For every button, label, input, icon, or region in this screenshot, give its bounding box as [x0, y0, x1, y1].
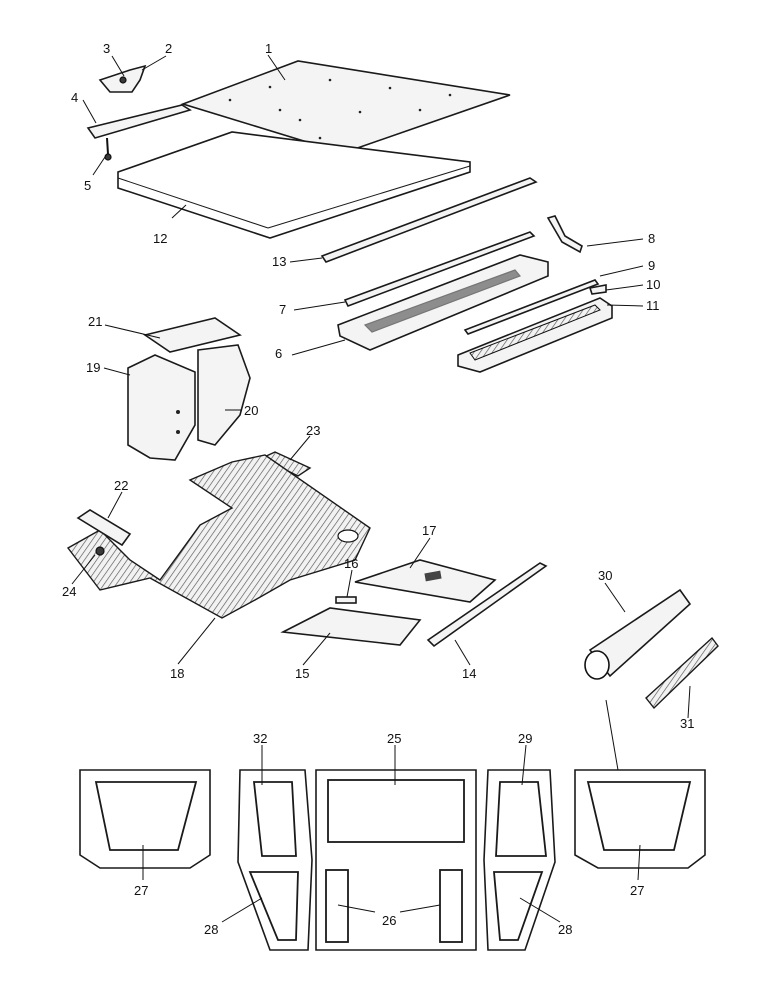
part-24-fastener — [95, 546, 105, 556]
window-27-right — [574, 769, 706, 869]
callout-21: 21 — [88, 314, 102, 329]
callout-19: 19 — [86, 360, 100, 375]
callout-26: 26 — [382, 913, 396, 928]
window-29-28-right — [483, 769, 556, 951]
part-4-rail — [86, 104, 192, 139]
part-2-3-bracket — [98, 64, 147, 93]
part-14-strip — [426, 562, 548, 648]
callout-23: 23 — [306, 423, 320, 438]
callout-31: 31 — [680, 716, 694, 731]
part-22-bracket — [76, 509, 132, 547]
part-13-strip — [320, 177, 538, 263]
callout-28-right: 28 — [558, 922, 572, 937]
window-25-26-center — [315, 769, 477, 951]
part-6-channel — [337, 254, 549, 351]
callout-7: 7 — [279, 302, 286, 317]
part-20-housing — [197, 344, 251, 446]
callout-22: 22 — [114, 478, 128, 493]
part-12-mat — [117, 131, 471, 239]
callout-6: 6 — [275, 346, 282, 361]
callout-3: 3 — [103, 41, 110, 56]
callout-20: 20 — [244, 403, 258, 418]
callout-13: 13 — [272, 254, 286, 269]
callout-8: 8 — [648, 231, 655, 246]
callout-28-left: 28 — [204, 922, 218, 937]
part-15-plate — [280, 607, 422, 646]
callout-14: 14 — [462, 666, 476, 681]
callout-9: 9 — [648, 258, 655, 273]
part-7-strip — [343, 231, 536, 308]
callout-5: 5 — [84, 178, 91, 193]
part-31-seal — [645, 636, 719, 710]
part-11-tray — [457, 297, 613, 373]
callout-10: 10 — [646, 277, 660, 292]
part-18-floor-mat — [66, 454, 371, 619]
callout-4: 4 — [71, 90, 78, 105]
window-32-28-left — [237, 769, 313, 951]
window-27-left — [79, 769, 211, 869]
callout-16: 16 — [344, 556, 358, 571]
callout-11: 11 — [646, 298, 660, 313]
callout-1: 1 — [265, 41, 272, 56]
leader-lines — [71, 54, 691, 923]
part-21-cover — [143, 317, 242, 353]
part-8-clip — [546, 215, 583, 254]
callout-32: 32 — [253, 731, 267, 746]
callout-12: 12 — [153, 231, 167, 246]
part-30-seal — [584, 588, 692, 680]
callout-24: 24 — [62, 584, 76, 599]
callout-18: 18 — [170, 666, 184, 681]
callout-30: 30 — [598, 568, 612, 583]
part-5-bolt — [104, 137, 112, 161]
part-17-plate — [354, 559, 497, 603]
callout-27-left: 27 — [134, 883, 148, 898]
part-16-block — [335, 596, 357, 604]
callout-29: 29 — [518, 731, 532, 746]
part-9-10-clips — [463, 279, 607, 335]
callout-27-right: 27 — [630, 883, 644, 898]
part-1-floor-plate — [180, 60, 511, 154]
callout-17: 17 — [422, 523, 436, 538]
part-19-housing — [127, 354, 196, 461]
callout-15: 15 — [295, 666, 309, 681]
callout-2: 2 — [165, 41, 172, 56]
callout-labels: 1 2 3 4 5 6 7 8 9 10 11 12 13 14 15 16 1… — [62, 41, 694, 937]
callout-25: 25 — [387, 731, 401, 746]
